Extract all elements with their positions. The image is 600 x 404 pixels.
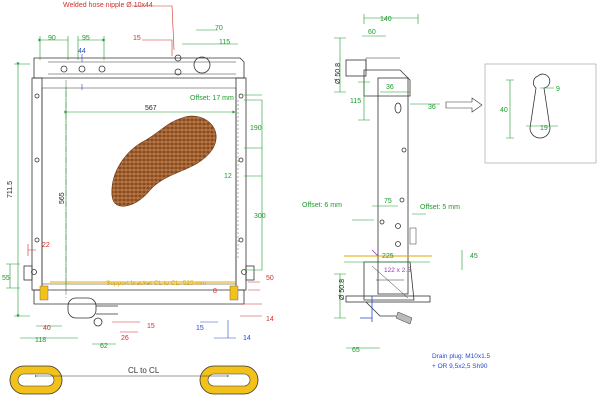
filler-neck [193,56,211,74]
o-ring-note: + OR 9,5x2,5 Sh90 [432,363,488,370]
inlet-pipe [345,59,367,77]
front-view [6,5,263,345]
dim-225: 225 [382,253,394,260]
side-clip-right [245,265,255,281]
dim-15-top: 15 [133,35,141,42]
dim-140: 140 [380,16,392,23]
dim-118: 118 [35,337,46,344]
dim-300: 300 [254,213,266,220]
bolt [60,65,68,73]
support-bracket-note: Support bracket CL to CL: 525 mm [106,280,206,287]
dim-40: 40 [43,325,51,332]
offset-5: Offset: 5 mm [420,204,460,211]
core-area [41,87,237,285]
dim-14-red: 14 [266,316,274,323]
dim-65: 65 [352,347,360,354]
side-view [334,14,483,349]
drain-plug [395,311,413,325]
nipple-note: Welded hose nipple Ø 10x44 [63,2,153,9]
cl-label: CL to CL [128,366,160,375]
outlet-pipe [67,297,97,319]
dim-14-blue: 14 [243,335,251,342]
detail-arrow [445,97,483,113]
dim-12: 12 [224,173,232,180]
detail-dim-19: 19 [540,125,548,132]
dim-15-bottom: 15 [147,323,155,330]
dim-122: 122 x 2.5 [384,267,411,274]
dim-711-5: 711.5 [7,181,14,198]
keyhole-slot [394,102,402,114]
dia-50-8-top: Ø 50.8 [335,63,342,84]
dim-8: 8 [213,288,217,295]
dim-95: 95 [82,35,90,42]
side-core [377,77,409,295]
dim-60: 60 [368,29,376,36]
dim-44: 44 [78,48,86,55]
dim-36-right: 36 [428,104,436,111]
detail-frame [484,63,597,164]
dim-90: 90 [48,35,56,42]
dim-70: 70 [215,25,223,32]
dim-45: 45 [470,253,478,260]
detail-dim-9: 9 [556,86,560,93]
drain-boss [93,317,103,327]
keyhole-shape [529,73,551,139]
detail-dim-40: 40 [500,107,508,114]
offset-17: Offset: 17 mm [190,95,234,102]
support-bracket-left [39,285,49,301]
dim-567: 567 [145,105,157,112]
dim-115-side: 115 [350,98,361,105]
dim-190: 190 [250,125,262,132]
dia-50-8-bottom: Ø 50.8 [339,279,346,300]
dim-115-front: 115 [219,39,230,46]
nipple-leader [132,5,175,51]
left-frame [31,77,43,291]
bottom-bracket-view [9,365,259,395]
side-clip-left [23,265,33,281]
dim-22: 22 [42,242,50,249]
core-fin-pattern [111,115,217,207]
dim-50: 50 [266,275,274,282]
drain-plug-note: Drain plug: M10x1.5 [432,353,491,360]
dim-62: 62 [100,343,108,350]
support-bracket-right [229,285,239,301]
offset-6: Offset: 6 mm [302,202,342,209]
dim-565: 565 [59,192,66,204]
dim-26: 26 [121,335,129,342]
mounting-base [345,295,431,303]
keyhole-detail [484,63,597,164]
dim-75: 75 [384,198,392,205]
dim-55: 55 [2,275,10,282]
top-tank [33,57,245,79]
dim-36-top: 36 [386,84,394,91]
right-frame [235,77,247,291]
dim-15-blue: 15 [196,325,204,332]
